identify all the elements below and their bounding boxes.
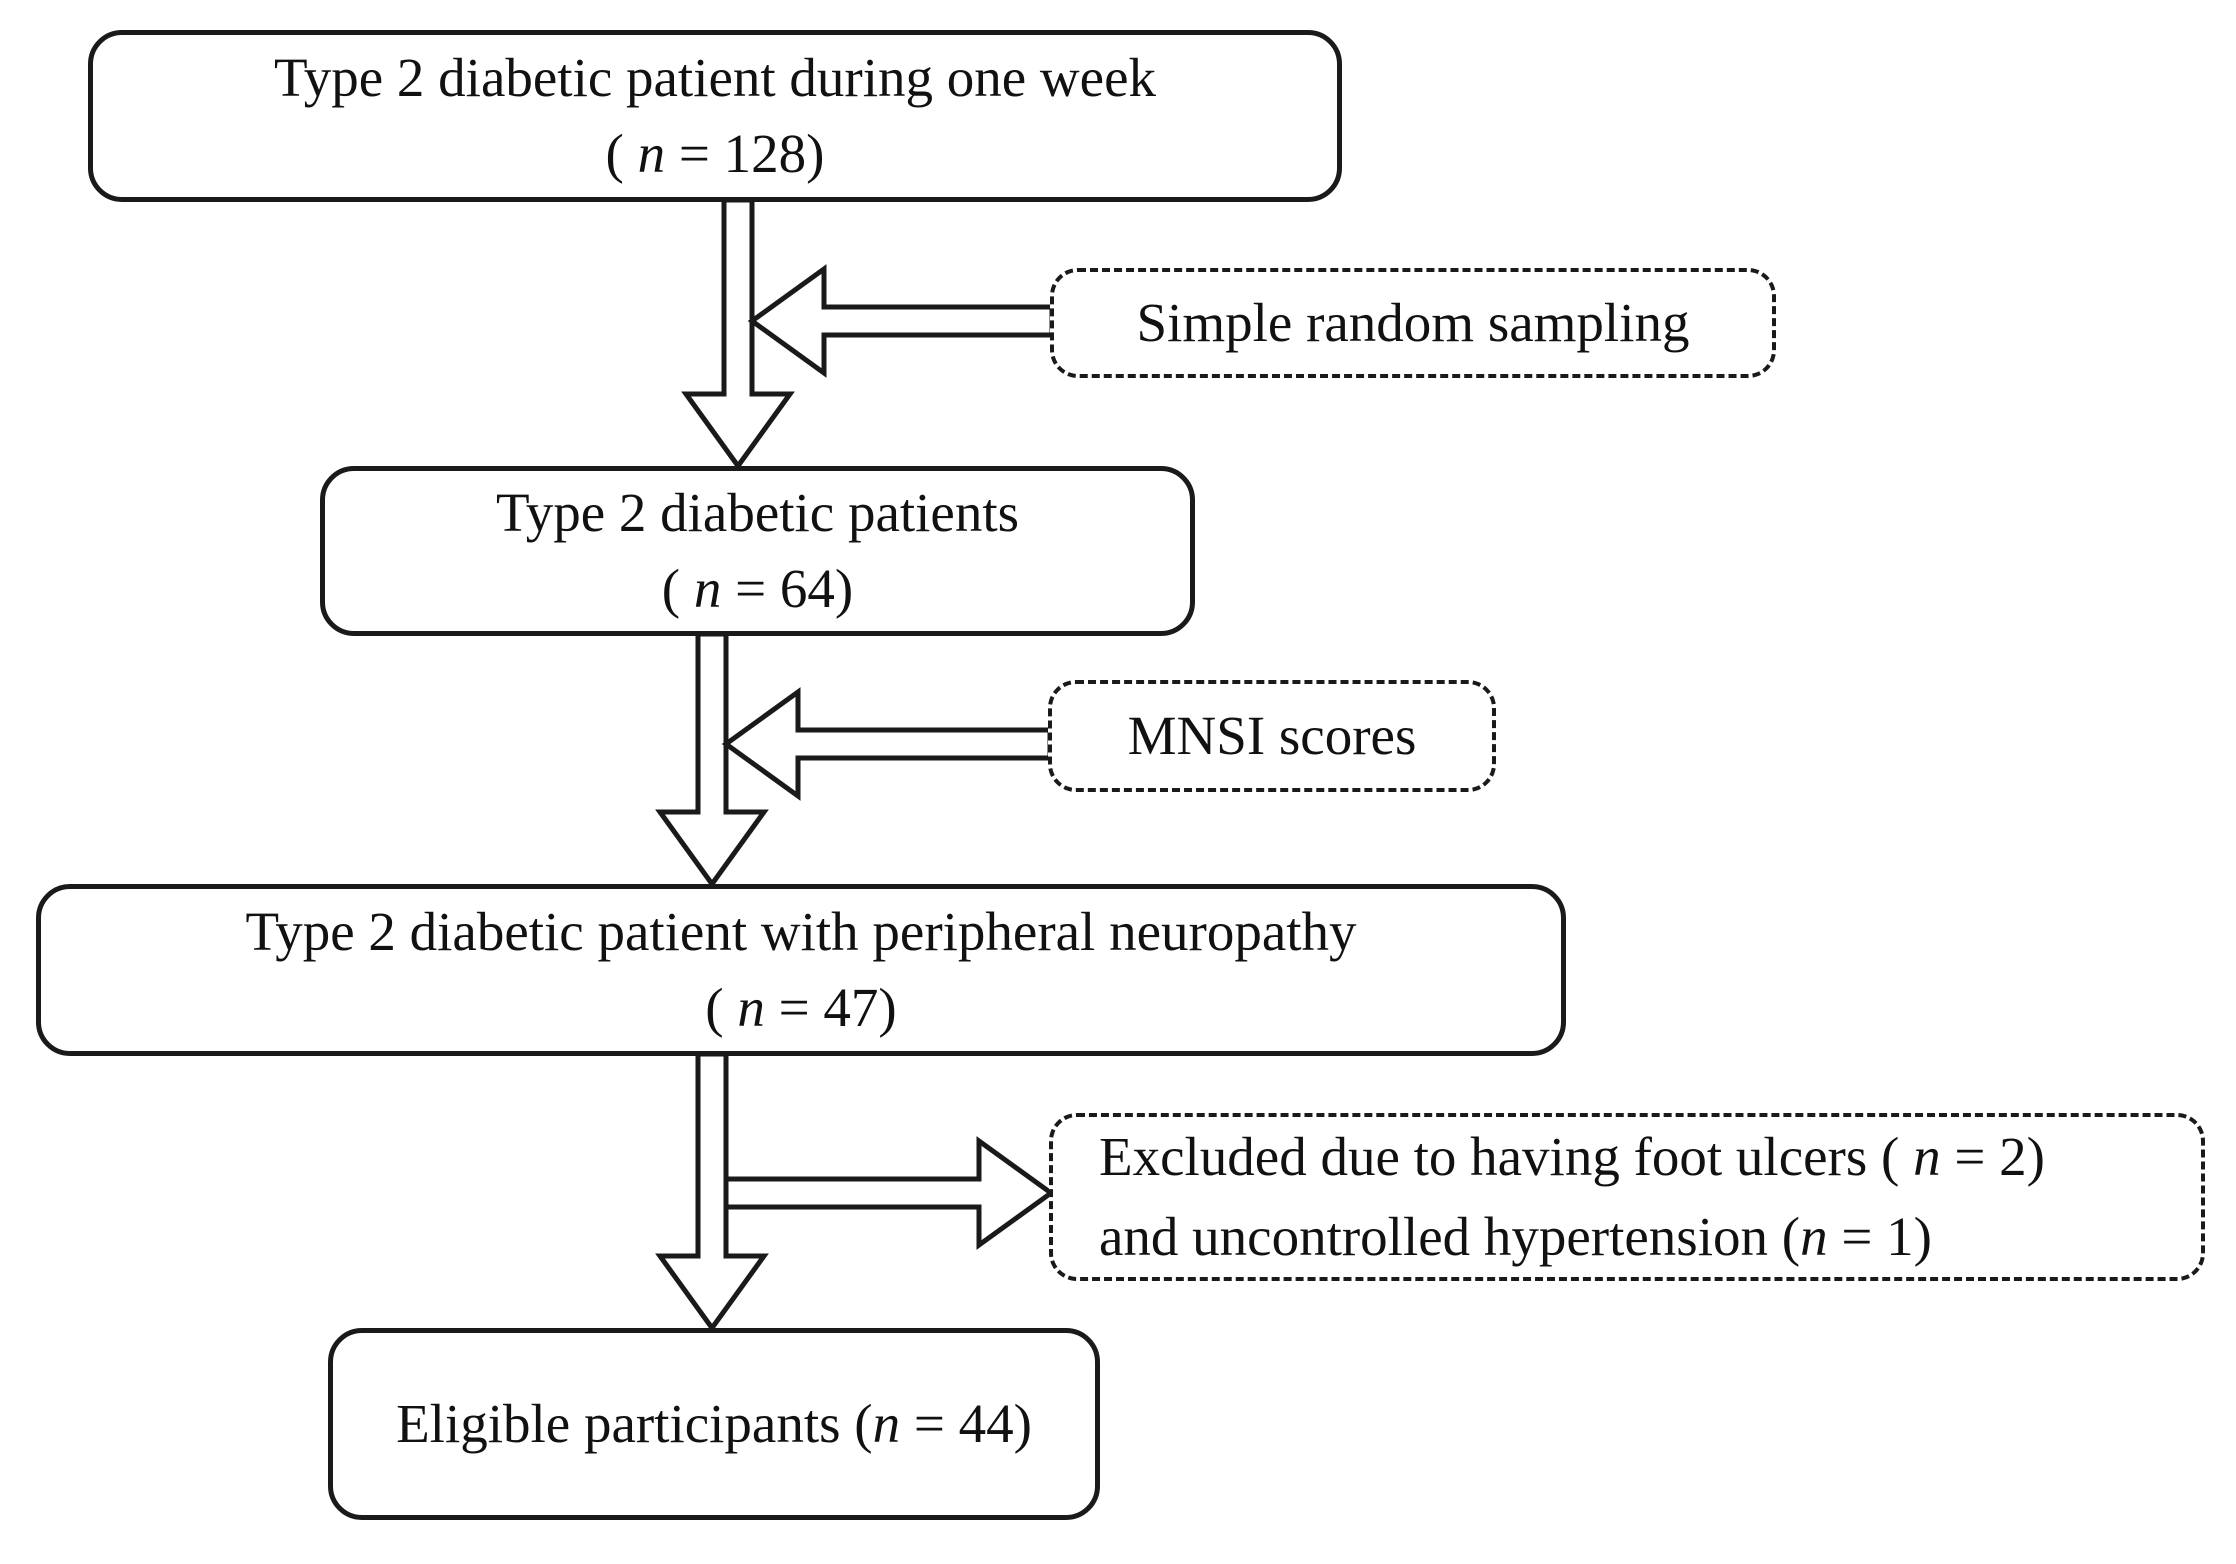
arrow-left-sampling [747,264,1055,378]
annotation-box-sampling-label: Simple random sampling [1136,292,1690,354]
flow-box-sampled: Type 2 diabetic patients ( n = 64) [320,466,1195,636]
flow-box-screened: Type 2 diabetic patient during one week … [88,30,1342,202]
flow-box-neuropathy-label: Type 2 diabetic patient with peripheral … [245,901,1357,963]
flow-box-eligible-label: Eligible participants (n = 44) [396,1393,1032,1455]
annotation-box-excluded: Excluded due to having foot ulcers ( n =… [1049,1113,2205,1281]
arrow-down-1 [681,197,795,471]
flow-box-screened-label: Type 2 diabetic patient during one week [274,47,1156,109]
flow-box-screened-count: ( n = 128) [605,123,825,184]
flow-box-sampled-label: Type 2 diabetic patients [495,482,1020,544]
flow-box-neuropathy-count: ( n = 47) [705,977,897,1038]
arrow-left-mnsi [721,687,1053,801]
arrow-down-2 [655,631,769,889]
annotation-box-excluded-line1: Excluded due to having foot ulcers ( n =… [1099,1126,2045,1188]
annotation-box-excluded-line2: and uncontrolled hypertension (n = 1) [1099,1206,1932,1267]
arrow-down-3 [655,1051,769,1333]
flow-box-sampled-count: ( n = 64) [661,558,854,619]
annotation-box-mnsi: MNSI scores [1048,680,1496,792]
annotation-box-sampling: Simple random sampling [1050,268,1776,378]
annotation-box-mnsi-label: MNSI scores [1127,705,1417,767]
arrow-right-excluded [723,1136,1056,1250]
flow-box-neuropathy: Type 2 diabetic patient with peripheral … [36,884,1566,1056]
flow-box-eligible: Eligible participants (n = 44) [328,1328,1100,1520]
